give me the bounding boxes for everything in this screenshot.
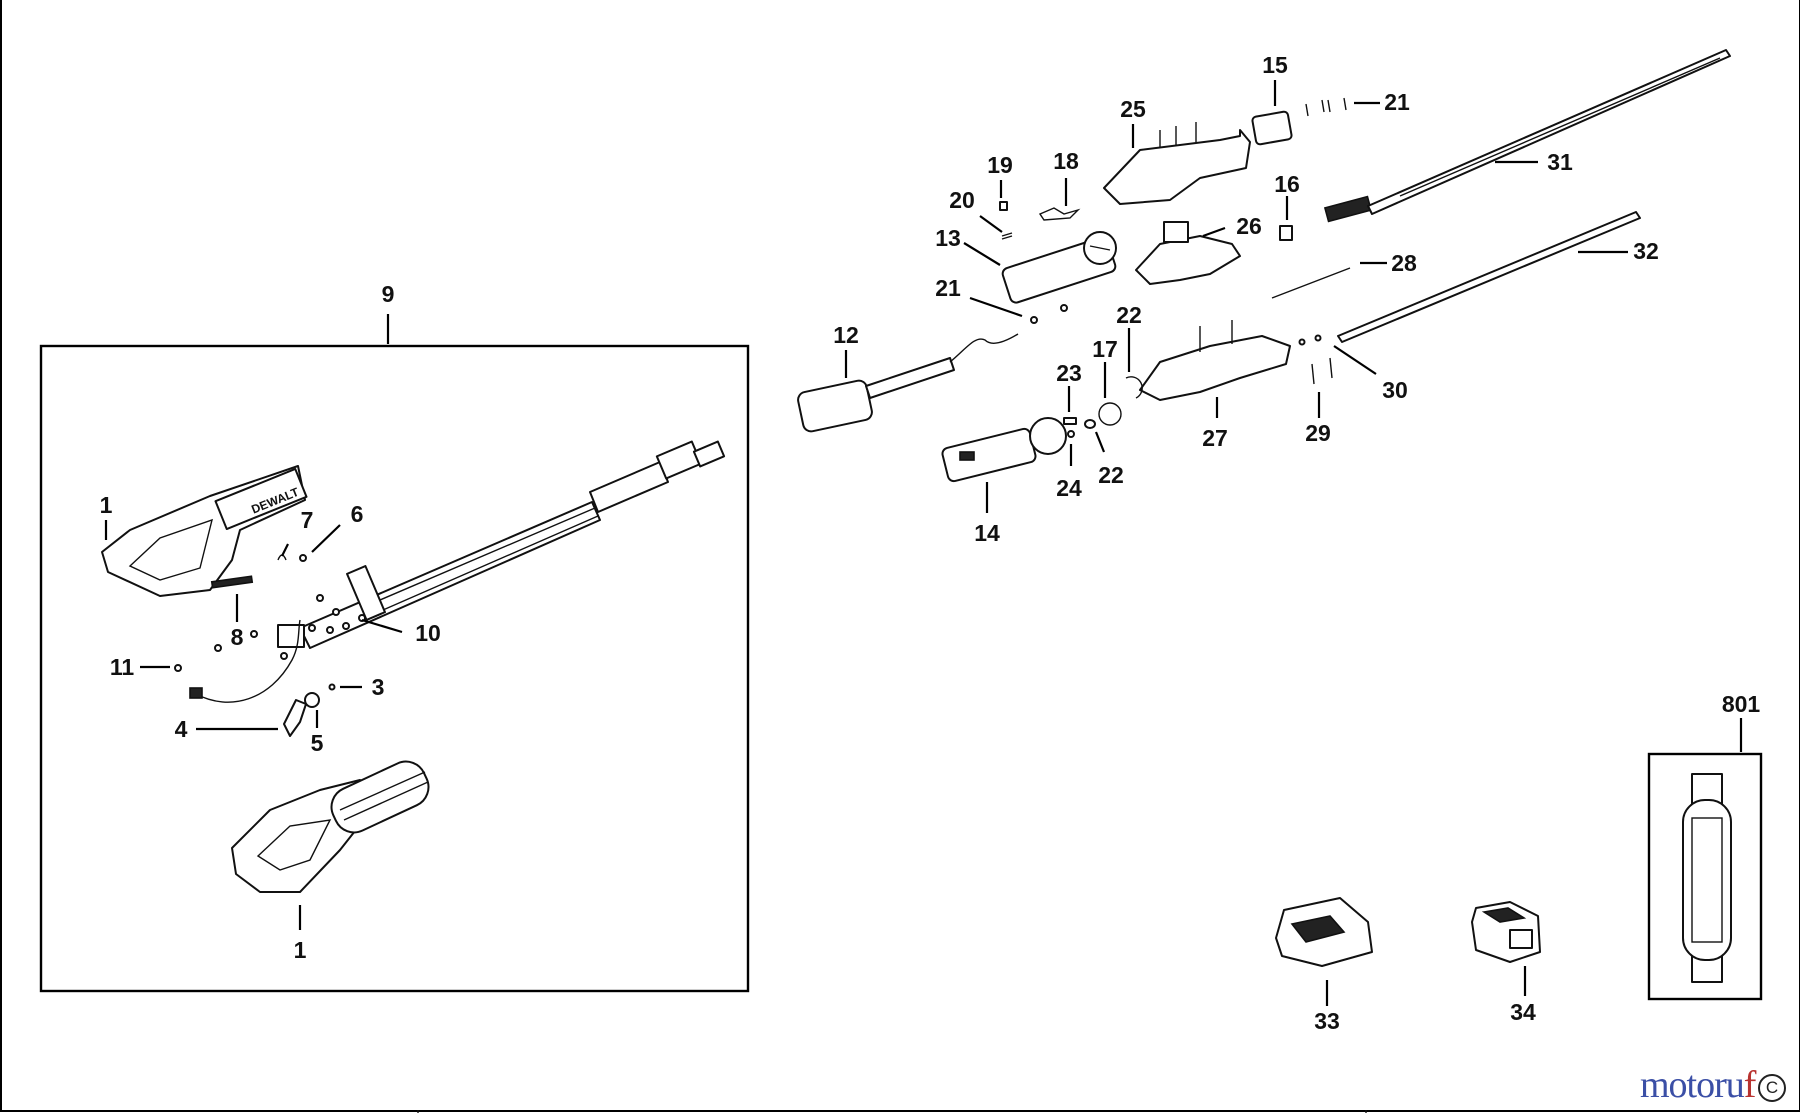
label-35: 34 (1510, 999, 1536, 1025)
label-8: 8 (231, 624, 244, 650)
label-1-top: 1 (100, 492, 113, 518)
bracket-18 (1038, 207, 1081, 221)
spring-5 (304, 692, 320, 708)
leader-6 (311, 524, 341, 553)
screws-21-top (1305, 97, 1347, 117)
label-16: 16 (1274, 171, 1300, 197)
label-11: 11 (110, 654, 135, 680)
bushing-23 (1084, 419, 1096, 429)
label-22: 22 (1116, 302, 1142, 328)
switch-lever-8 (210, 575, 254, 589)
guide-bar-33 (1337, 211, 1641, 343)
leader-10 (361, 618, 403, 634)
label-1-bottom: 1 (294, 937, 307, 963)
gear-plate-28 (1135, 221, 1241, 285)
label-28: 26 (1236, 213, 1262, 239)
screw-30-a (1311, 363, 1315, 385)
label-30: 29 (1305, 420, 1331, 446)
motor-13 (1001, 231, 1117, 304)
leader-21-mid (969, 296, 1023, 318)
leader-28 (1202, 226, 1226, 238)
cover-15 (1251, 110, 1293, 146)
label-21-mid: 21 (935, 275, 961, 301)
label-29: 28 (1391, 250, 1417, 276)
label-12: 12 (833, 322, 859, 348)
leader-13 (963, 242, 1001, 266)
trigger-4 (283, 699, 307, 737)
screw-21-mid-a (1030, 316, 1038, 324)
label-6: 6 (351, 501, 364, 527)
label-3: 3 (372, 674, 385, 700)
label-34: 33 (1314, 1008, 1340, 1034)
rear-handle-top: DEWALT (101, 465, 308, 597)
wire-harness (195, 619, 301, 703)
screw-3 (328, 683, 336, 691)
upper-housing-26 (1103, 122, 1251, 205)
label-27: 27 (1202, 425, 1228, 451)
screw-30-b (1329, 357, 1333, 379)
label-25: 24 (1056, 475, 1082, 501)
wire-connector (189, 687, 203, 699)
ring-17 (1098, 402, 1122, 426)
leader-7 (281, 543, 289, 557)
gear-housing-14 (941, 417, 1067, 483)
clip-22 (1125, 376, 1143, 399)
label-31: 30 (1382, 377, 1408, 403)
label-18: 18 (1053, 148, 1079, 174)
screw-11 (174, 664, 182, 672)
label-20: 20 (949, 187, 975, 213)
copyright-symbol: C (1758, 1074, 1786, 1102)
part-19 (999, 201, 1008, 211)
washer-25 (1067, 430, 1075, 438)
leader-31 (1333, 345, 1377, 375)
label-10: 10 (415, 620, 441, 646)
washer-31-a (1298, 338, 1306, 346)
label-13: 13 (935, 225, 961, 251)
label-24: 23 (1056, 360, 1082, 386)
label-14: 14 (974, 520, 1000, 546)
battery-35 (1471, 901, 1541, 963)
label-26: 25 (1120, 96, 1146, 122)
box-801 (1647, 752, 1763, 1001)
part-16 (1279, 225, 1293, 241)
label-21-top: 21 (1384, 89, 1410, 115)
label-32: 31 (1547, 149, 1573, 175)
label-23: 22 (1098, 462, 1124, 488)
label-15: 15 (1262, 52, 1288, 78)
main-tube (299, 440, 726, 649)
shoulder-strap-801 (1682, 773, 1732, 983)
front-handle-bottom (231, 760, 430, 893)
leader-23 (1094, 431, 1106, 453)
label-4: 4 (175, 716, 188, 742)
tube-coupler-12 (797, 333, 1019, 433)
label-801: 801 (1722, 691, 1761, 717)
label-5: 5 (311, 730, 324, 756)
screw-21-mid-b (1060, 304, 1068, 312)
label-19: 19 (987, 152, 1013, 178)
washer-31-b (1314, 334, 1322, 342)
watermark: motoruf (1640, 1063, 1757, 1107)
label-33: 32 (1633, 238, 1659, 264)
watermark-text-2: f (1743, 1064, 1757, 1106)
label-7: 7 (301, 507, 314, 533)
leader-20 (979, 215, 1003, 233)
lower-housing-27 (1139, 320, 1291, 401)
cutting-blade-32 (1323, 49, 1731, 223)
spring-20 (1001, 232, 1013, 240)
label-9: 9 (382, 281, 395, 307)
label-17: 17 (1092, 336, 1118, 362)
watermark-text-1: motoru (1640, 1064, 1745, 1106)
charger-34 (1275, 897, 1373, 967)
pin-24 (1063, 417, 1077, 425)
screw-6 (299, 554, 307, 562)
blade-link-29 (1271, 267, 1351, 299)
assembly-9-box (39, 344, 750, 993)
